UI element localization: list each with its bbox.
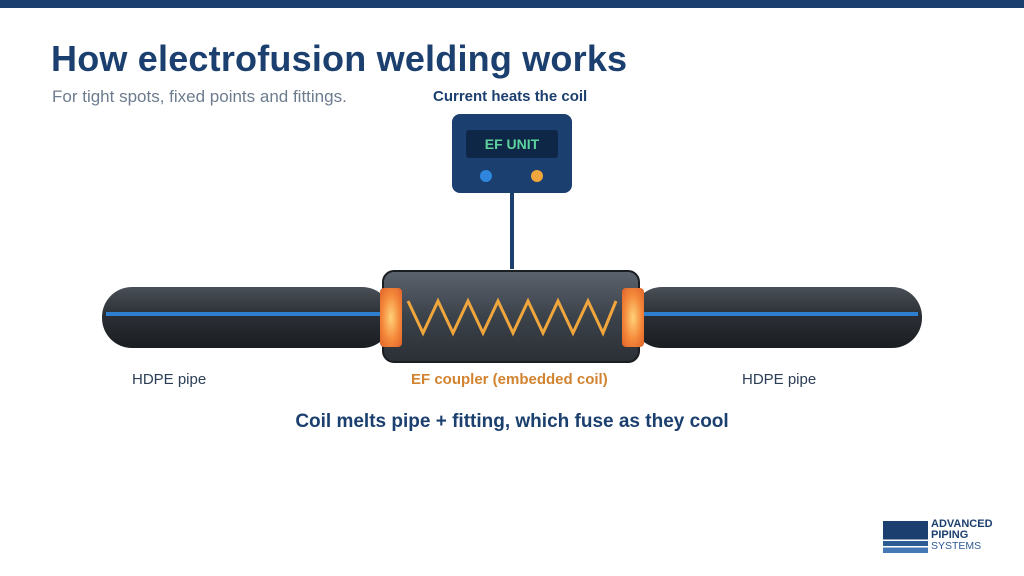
fusion-zone-right — [622, 288, 644, 347]
pipe-right-label: HDPE pipe — [742, 371, 817, 388]
logo-wordmark: ADVANCED PIPING SYSTEMS — [931, 519, 993, 552]
slide-subtitle: For tight spots, fixed points and fittin… — [52, 87, 347, 106]
orange-indicator-light — [531, 170, 543, 182]
ef-unit-box: EF UNIT — [452, 114, 572, 193]
power-lead-wire — [510, 193, 514, 269]
pipe-stripe-right — [636, 312, 918, 316]
hdpe-pipe-right — [632, 287, 922, 348]
pipe-stripe-left — [106, 312, 388, 316]
coil-heating-label: Current heats the coil — [433, 88, 588, 105]
slide-title: How electrofusion welding works — [51, 38, 628, 79]
fusion-zone-left — [380, 288, 402, 347]
company-logo: ADVANCED PIPING SYSTEMS — [883, 519, 1003, 555]
coil-zigzag — [406, 297, 618, 337]
ef-coupler-body — [382, 270, 640, 363]
logo-mark-icon — [883, 521, 928, 553]
ef-unit-display: EF UNIT — [466, 130, 558, 158]
coupler-label: EF coupler (embedded coil) — [411, 371, 608, 388]
hdpe-pipe-left — [102, 287, 392, 348]
logo-line-1: ADVANCED — [931, 518, 993, 530]
pipe-left-label: HDPE pipe — [132, 371, 207, 388]
heating-coil — [406, 297, 618, 337]
blue-indicator-light — [480, 170, 492, 182]
top-accent-bar — [0, 0, 1024, 8]
logo-line-2: PIPING — [931, 529, 969, 541]
logo-line-3: SYSTEMS — [931, 540, 982, 552]
diagram-caption: Coil melts pipe + fitting, which fuse as… — [295, 411, 729, 432]
